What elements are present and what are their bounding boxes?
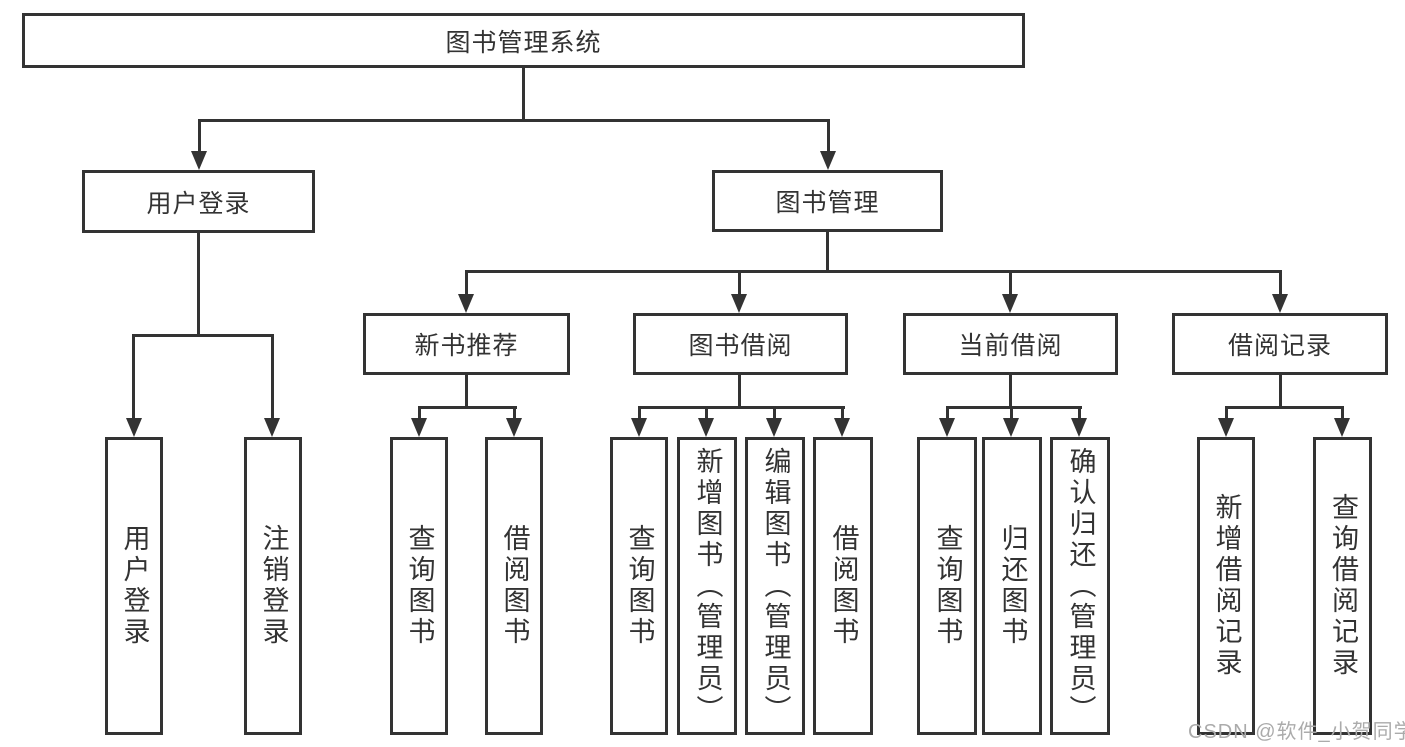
arrowhead-down-icon <box>631 418 647 437</box>
connector-line <box>738 270 741 298</box>
leaf-borrow-borrow-books: 借阅图书 <box>813 437 873 735</box>
leaf-borrow-borrow-books-label: 借阅图书 <box>828 524 859 648</box>
leaf-user-login-label: 用户登录 <box>119 524 150 648</box>
arrowhead-down-icon <box>1003 418 1019 437</box>
node-book-borrow: 图书借阅 <box>633 313 848 375</box>
leaf-record-query-record: 查询借阅记录 <box>1313 437 1372 735</box>
node-new-book-recommend: 新书推荐 <box>363 313 570 375</box>
leaf-borrow-edit-books-admin-label: 编辑图书（管理员） <box>760 446 791 726</box>
arrowhead-down-icon <box>1002 294 1018 313</box>
node-current-borrow: 当前借阅 <box>903 313 1118 375</box>
node-new-book-recommend-label: 新书推荐 <box>414 332 519 360</box>
connector-line <box>827 119 830 153</box>
connector-line <box>465 375 468 409</box>
connector-line <box>1279 375 1282 409</box>
connector-line <box>1009 375 1012 409</box>
arrowhead-down-icon <box>766 418 782 437</box>
leaf-newbook-borrow-books: 借阅图书 <box>485 437 543 735</box>
connector-line <box>705 406 708 421</box>
connector-line <box>946 406 949 421</box>
leaf-current-confirm-return-admin-label: 确认归还（管理员） <box>1065 446 1096 726</box>
connector-line <box>1341 406 1344 421</box>
connector-line <box>198 119 201 153</box>
leaf-logout-login-label: 注销登录 <box>258 524 289 648</box>
arrowhead-down-icon <box>1334 418 1350 437</box>
leaf-current-query-books: 查询图书 <box>917 437 977 735</box>
node-book-management: 图书管理 <box>712 170 943 232</box>
arrowhead-down-icon <box>698 418 714 437</box>
node-current-borrow-label: 当前借阅 <box>958 332 1063 360</box>
leaf-borrow-edit-books-admin: 编辑图书（管理员） <box>745 437 805 735</box>
arrowhead-down-icon <box>411 418 427 437</box>
connector-line <box>638 406 845 409</box>
leaf-borrow-query-books-label: 查询图书 <box>624 524 655 648</box>
leaf-newbook-query-books-label: 查询图书 <box>404 524 435 648</box>
connector-line <box>841 406 844 421</box>
connector-line <box>271 334 274 420</box>
arrowhead-down-icon <box>264 418 280 437</box>
node-user-login-label: 用户登录 <box>146 189 251 218</box>
connector-line <box>465 270 468 298</box>
leaf-borrow-add-books-admin-label: 新增图书（管理员） <box>692 446 723 726</box>
arrowhead-down-icon <box>731 294 747 313</box>
connector-line <box>1010 406 1013 421</box>
connector-line <box>738 375 741 409</box>
connector-line <box>418 406 517 409</box>
connector-line <box>418 406 421 421</box>
connector-line <box>826 232 829 273</box>
arrowhead-down-icon <box>939 418 955 437</box>
connector-line <box>1078 406 1081 421</box>
node-borrow-record: 借阅记录 <box>1172 313 1388 375</box>
leaf-current-query-books-label: 查询图书 <box>932 524 963 648</box>
leaf-newbook-borrow-books-label: 借阅图书 <box>499 524 530 648</box>
node-borrow-record-label: 借阅记录 <box>1227 332 1332 360</box>
arrowhead-down-icon <box>506 418 522 437</box>
connector-line <box>132 334 135 420</box>
leaf-borrow-query-books: 查询图书 <box>610 437 668 735</box>
node-book-borrow-label: 图书借阅 <box>688 332 793 360</box>
leaf-current-return-books: 归还图书 <box>982 437 1042 735</box>
connector-line <box>132 334 274 337</box>
arrowhead-down-icon <box>820 151 836 170</box>
connector-line <box>198 119 830 122</box>
connector-line <box>1009 270 1012 298</box>
connector-line <box>1225 406 1228 421</box>
connector-line <box>465 270 1282 273</box>
connector-line <box>946 406 1082 409</box>
connector-line <box>638 406 641 421</box>
connector-line <box>1279 270 1282 298</box>
leaf-current-return-books-label: 归还图书 <box>997 524 1028 648</box>
leaf-newbook-query-books: 查询图书 <box>390 437 448 735</box>
leaf-record-add-record-label: 新增借阅记录 <box>1211 493 1242 679</box>
node-root: 图书管理系统 <box>22 13 1025 68</box>
node-book-management-label: 图书管理 <box>775 189 880 217</box>
connector-line <box>1225 406 1344 409</box>
leaf-logout-login: 注销登录 <box>244 437 302 735</box>
arrowhead-down-icon <box>1071 418 1087 437</box>
connector-line <box>197 233 200 337</box>
arrowhead-down-icon <box>126 418 142 437</box>
csdn-watermark: CSDN @软件_小贺同学 <box>1188 721 1405 743</box>
arrowhead-down-icon <box>191 151 207 170</box>
leaf-record-query-record-label: 查询借阅记录 <box>1328 493 1358 679</box>
arrowhead-down-icon <box>1272 294 1288 313</box>
connector-line <box>513 406 516 421</box>
leaf-current-confirm-return-admin: 确认归还（管理员） <box>1050 437 1110 735</box>
node-root-label: 图书管理系统 <box>445 28 602 57</box>
connector-line <box>773 406 776 421</box>
arrowhead-down-icon <box>1218 418 1234 437</box>
leaf-user-login: 用户登录 <box>105 437 163 735</box>
leaf-borrow-add-books-admin: 新增图书（管理员） <box>677 437 737 735</box>
leaf-record-add-record: 新增借阅记录 <box>1197 437 1255 735</box>
node-user-login: 用户登录 <box>82 170 315 233</box>
arrowhead-down-icon <box>458 294 474 313</box>
connector-line <box>522 68 525 122</box>
arrowhead-down-icon <box>834 418 850 437</box>
